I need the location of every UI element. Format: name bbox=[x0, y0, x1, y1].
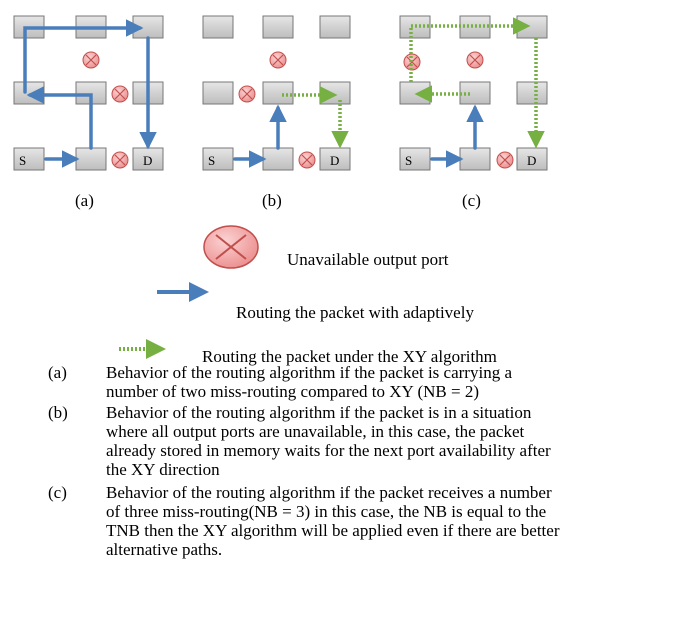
panel-b: S D bbox=[202, 15, 351, 171]
source-node bbox=[13, 147, 45, 171]
note-line: TNB then the XY algorithm will be applie… bbox=[106, 521, 560, 540]
adaptive-route bbox=[23, 19, 157, 168]
adaptive-route bbox=[233, 104, 287, 168]
note-line: alternative paths. bbox=[106, 540, 223, 559]
router-node bbox=[75, 147, 107, 171]
unavailable-port-icon bbox=[466, 51, 484, 69]
note-line: the XY direction bbox=[106, 460, 220, 479]
router-node bbox=[516, 15, 548, 39]
xy-route bbox=[282, 86, 349, 149]
note-line: Behavior of the routing algorithm if the… bbox=[106, 363, 512, 382]
panel-caption-c: (c) bbox=[462, 191, 481, 210]
note-tag: (b) bbox=[48, 403, 68, 422]
panel-caption-b: (b) bbox=[262, 191, 282, 210]
router-node bbox=[202, 81, 234, 105]
unavailable-port-icon bbox=[82, 51, 100, 69]
note-tag: (c) bbox=[48, 483, 67, 502]
routing-figure: S D S D bbox=[13, 15, 548, 359]
adaptive-route bbox=[430, 104, 484, 168]
router-node bbox=[459, 147, 491, 171]
note-line: already stored in memory waits for the n… bbox=[106, 441, 551, 460]
router-node bbox=[319, 15, 351, 39]
note-line: Behavior of the routing algorithm if the… bbox=[106, 483, 552, 502]
note-line: Behavior of the routing algorithm if the… bbox=[106, 403, 532, 422]
note-line: of three miss-routing(NB = 3) in this ca… bbox=[106, 502, 547, 521]
unavailable-port-icon bbox=[496, 151, 514, 169]
source-node bbox=[399, 147, 431, 171]
destination-label: D bbox=[330, 153, 339, 168]
destination-label: D bbox=[527, 153, 536, 168]
legend-xy-label: Routing the packet under the XY algorith… bbox=[202, 347, 497, 366]
xy-route bbox=[409, 17, 545, 149]
note-tag: (a) bbox=[48, 363, 67, 382]
legend-unavailable-label: Unavailable output port bbox=[287, 250, 449, 269]
source-label: S bbox=[405, 153, 412, 168]
panel-caption-a: (a) bbox=[75, 191, 94, 210]
unavailable-port-icon bbox=[111, 85, 129, 103]
source-node bbox=[202, 147, 234, 171]
unavailable-port-icon bbox=[111, 151, 129, 169]
router-node bbox=[319, 81, 351, 105]
note-line: number of two miss-routing compared to X… bbox=[106, 382, 479, 401]
panel-c: S D bbox=[399, 15, 548, 171]
legend-unavailable-icon bbox=[203, 225, 259, 269]
unavailable-port-icon bbox=[298, 151, 316, 169]
note-line: where all output ports are unavailable, … bbox=[106, 422, 525, 441]
legend-adaptive-label: Routing the packet with adaptively bbox=[236, 303, 474, 322]
router-node bbox=[13, 81, 45, 105]
router-node bbox=[262, 147, 294, 171]
source-label: S bbox=[208, 153, 215, 168]
source-label: S bbox=[19, 153, 26, 168]
panel-a: S D bbox=[13, 15, 164, 171]
destination-label: D bbox=[143, 153, 152, 168]
router-node bbox=[516, 81, 548, 105]
router-node bbox=[262, 15, 294, 39]
router-node bbox=[202, 15, 234, 39]
unavailable-port-icon bbox=[269, 51, 287, 69]
router-node bbox=[262, 81, 294, 105]
unavailable-port-icon bbox=[238, 85, 256, 103]
